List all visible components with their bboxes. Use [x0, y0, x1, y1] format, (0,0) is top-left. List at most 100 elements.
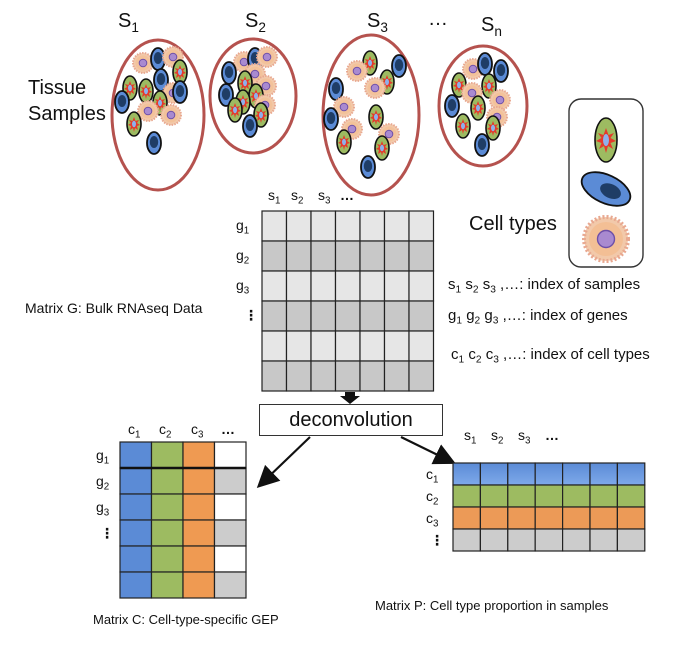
- matrix-g-cell: [408, 300, 435, 332]
- sample-label-s3: S3: [367, 10, 388, 35]
- matrix-g-cell: [261, 300, 288, 332]
- deconvolution-box: deconvolution: [259, 404, 443, 436]
- matrix-g-cell: [334, 270, 361, 302]
- matrix-p-col-header: …: [545, 427, 559, 443]
- sample-label-s1: S1: [118, 10, 139, 35]
- matrix-g-col-header: s3: [318, 187, 331, 207]
- matrix-g-col-header: s1: [268, 187, 280, 207]
- matrix-g-row-header: g3: [236, 277, 250, 297]
- matrix-c-cell: [150, 545, 184, 573]
- legend-samples: s1 s2 s3 ,…: index of samples: [448, 276, 641, 296]
- matrix-g-cell: [285, 210, 312, 242]
- matrix-c-cell: [182, 441, 216, 469]
- sample-label-sn: Sn: [481, 14, 502, 39]
- matrix-g-cell: [285, 360, 312, 392]
- matrix-p-cell: [589, 506, 618, 530]
- matrix-c-cell: [213, 571, 247, 599]
- matrix-p-cell: [452, 462, 481, 486]
- matrix-c-cell: [182, 571, 216, 599]
- matrix-c-cell: [119, 519, 153, 547]
- matrix-g-cell: [408, 360, 435, 392]
- matrix-g-label: Matrix G: Bulk RNAseq Data: [25, 300, 203, 316]
- matrix-g-cell: [310, 360, 337, 392]
- matrix-p-cell: [452, 506, 481, 530]
- matrix-c-col-header: …: [221, 421, 235, 437]
- sample-ellipsis: …: [428, 8, 448, 30]
- matrix-g-cell: [285, 330, 312, 362]
- matrix-g-cell: [383, 210, 410, 242]
- matrix-g-cell: [261, 360, 288, 392]
- matrix-g-cell: [408, 330, 435, 362]
- matrix-p-cell: [616, 462, 646, 486]
- matrix-g-cell: [334, 210, 361, 242]
- matrix-p-cell: [589, 484, 618, 508]
- matrix-c-cell: [150, 441, 184, 469]
- matrix-c-cell: [119, 441, 153, 469]
- matrix-g-cell: [285, 240, 312, 272]
- matrix-p-cell: [534, 528, 564, 552]
- matrix-c-cell: [182, 493, 216, 521]
- matrix-p-cell: [562, 528, 591, 552]
- matrix-g-cell: [334, 330, 361, 362]
- matrix-p-cell: [589, 528, 618, 552]
- matrix-p-label: Matrix P: Cell type proportion in sample…: [375, 598, 609, 613]
- green-cell-icon: [594, 117, 618, 163]
- matrix-g-col-header: s2: [291, 187, 303, 207]
- matrix-g-cell: [261, 240, 288, 272]
- matrix-c-cell: [119, 467, 153, 495]
- matrix-p-col-header: s1: [464, 427, 476, 447]
- matrix-g-cell: [310, 330, 337, 362]
- matrix-c-cell: [213, 441, 247, 469]
- matrix-g-cell: [261, 330, 288, 362]
- matrix-g-row-header: ⋮: [244, 307, 258, 323]
- matrix-c-row-header: g1: [96, 447, 109, 467]
- matrix-g-cell: [285, 300, 312, 332]
- matrix-c-cell: [213, 519, 247, 547]
- tissue-label-line2: Samples: [28, 103, 106, 125]
- matrix-p-cell: [507, 506, 536, 530]
- matrix-c-cell: [182, 467, 216, 495]
- matrix-c-cell: [119, 545, 153, 573]
- matrix-c-cell: [150, 493, 184, 521]
- matrix-p-cell: [534, 506, 564, 530]
- matrix-g-cell: [383, 300, 410, 332]
- matrix-g-cell: [383, 330, 410, 362]
- matrix-c-cell: [119, 493, 153, 521]
- matrix-p-col-header: s2: [491, 427, 503, 447]
- matrix-c-cell: [150, 519, 184, 547]
- matrix-g-cell: [359, 210, 386, 242]
- matrix-g-cell: [310, 240, 337, 272]
- matrix-g-cell: [359, 330, 386, 362]
- matrix-g-row-header: g1: [236, 217, 249, 237]
- matrix-g-cell: [359, 270, 386, 302]
- matrix-p-cell: [562, 506, 591, 530]
- matrix-g-cell: [334, 360, 361, 392]
- matrix-g-cell: [334, 300, 361, 332]
- matrix-c-cell: [119, 571, 153, 599]
- matrix-g-cell: [359, 300, 386, 332]
- matrix-c-row-header: g2: [96, 473, 109, 493]
- matrix-c-col-header: c3: [191, 421, 204, 441]
- matrix-p-cell: [452, 528, 481, 552]
- matrix-g-cell: [310, 270, 337, 302]
- legend-genes: g1 g2 g3 ,…: index of genes: [448, 307, 628, 327]
- matrix-p-cell: [507, 484, 536, 508]
- matrix-g-cell: [310, 210, 337, 242]
- matrix-c-row-header: g3: [96, 499, 110, 519]
- cell-types-label: Cell types: [469, 213, 557, 235]
- matrix-p-cell: [479, 484, 509, 508]
- matrix-g-cell: [261, 210, 288, 242]
- matrix-c-col-header: c1: [128, 421, 140, 441]
- matrix-c-cell: [150, 467, 184, 495]
- matrix-g-cell: [383, 270, 410, 302]
- matrix-g-row-header: g2: [236, 247, 249, 267]
- matrix-p-col-header: s3: [518, 427, 531, 447]
- matrix-c-cell: [150, 571, 184, 599]
- matrix-p-cell: [562, 484, 591, 508]
- matrix-g-col-header: …: [340, 187, 354, 203]
- matrix-p-row-header: c3: [426, 510, 439, 530]
- matrix-c-cell: [182, 519, 216, 547]
- spiky-cell-icon: [582, 215, 630, 263]
